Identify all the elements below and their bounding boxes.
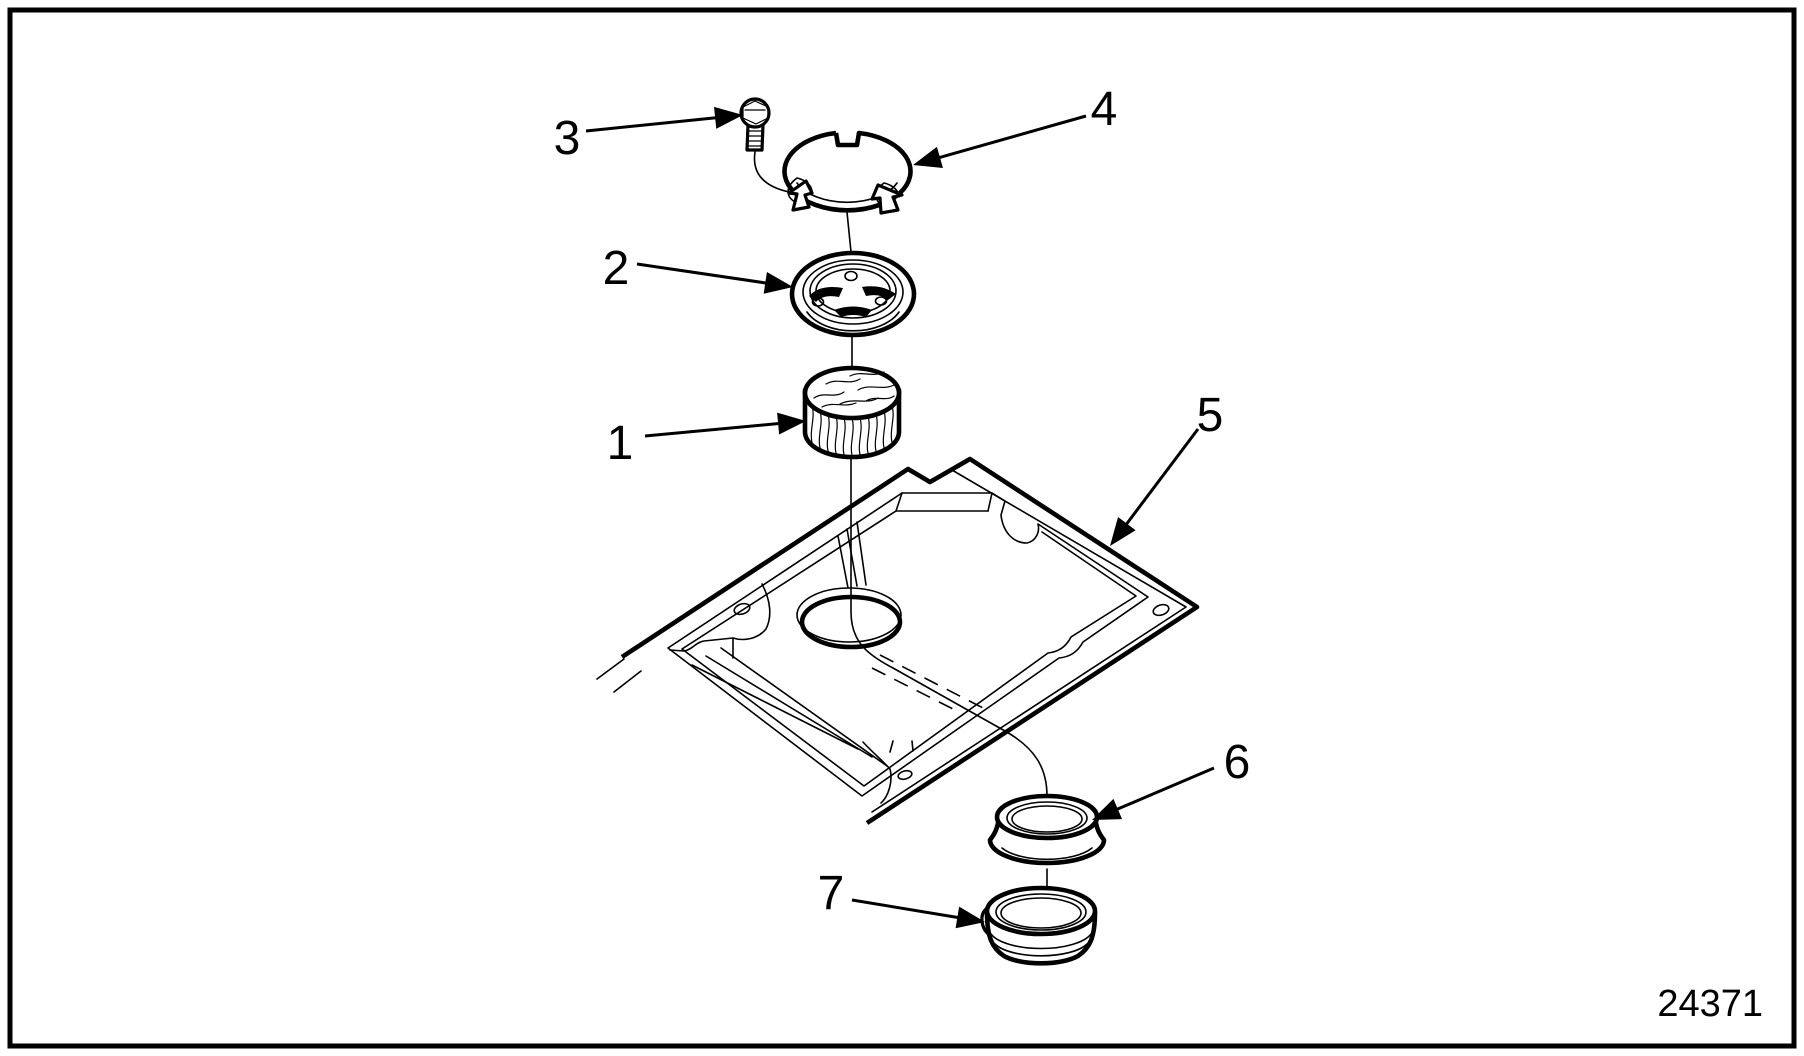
callout-label: 1 xyxy=(607,417,634,470)
arrowhead-icon xyxy=(913,146,943,168)
arrowhead-icon xyxy=(1110,517,1136,546)
callout-label: 2 xyxy=(603,242,630,295)
arrowhead-icon xyxy=(955,906,985,929)
callout-5: 5 xyxy=(1110,389,1223,546)
callout-label: 6 xyxy=(1224,736,1251,789)
callout-line xyxy=(636,262,768,285)
callout-2: 2 xyxy=(603,242,793,295)
breather-hole-rim xyxy=(796,587,902,643)
figure-number: 24371 xyxy=(1657,983,1763,1025)
panel-bolt-hole xyxy=(1152,603,1170,617)
callout-line xyxy=(937,114,1087,160)
arrowhead-icon xyxy=(1092,798,1123,820)
callout-6: 6 xyxy=(1092,736,1250,820)
callout-4: 4 xyxy=(913,83,1117,168)
part-4-breather-cover xyxy=(782,130,913,215)
panel-bolt-hole xyxy=(897,769,913,781)
part-2-breather-body-ring xyxy=(789,250,917,338)
callout-label: 3 xyxy=(554,112,581,165)
callout-layer: 1 2 3 4 5 6 7 xyxy=(554,83,1250,929)
callout-label: 4 xyxy=(1091,83,1118,136)
arrowhead-icon xyxy=(763,272,793,294)
callout-1: 1 xyxy=(607,412,806,470)
part-3-retaining-bolt xyxy=(739,97,771,152)
callout-line xyxy=(585,116,718,133)
panel-bolt-hole xyxy=(733,602,751,616)
arrowhead-icon xyxy=(777,412,806,435)
part-1-filter-element xyxy=(802,365,902,460)
callout-line xyxy=(1124,428,1200,527)
callout-label: 7 xyxy=(818,867,845,920)
arrowhead-icon xyxy=(714,106,743,129)
callout-label: 5 xyxy=(1197,389,1224,442)
part-7-breather-cap xyxy=(980,885,1098,966)
callout-line xyxy=(1115,766,1215,812)
callout-line xyxy=(644,421,781,438)
part-5-rocker-cover-panel xyxy=(596,456,1200,825)
callout-line xyxy=(851,898,960,920)
part-6-grommet-seal xyxy=(987,793,1107,866)
callout-7: 7 xyxy=(818,867,985,929)
callout-3: 3 xyxy=(554,106,743,165)
page-border xyxy=(7,7,1797,1049)
